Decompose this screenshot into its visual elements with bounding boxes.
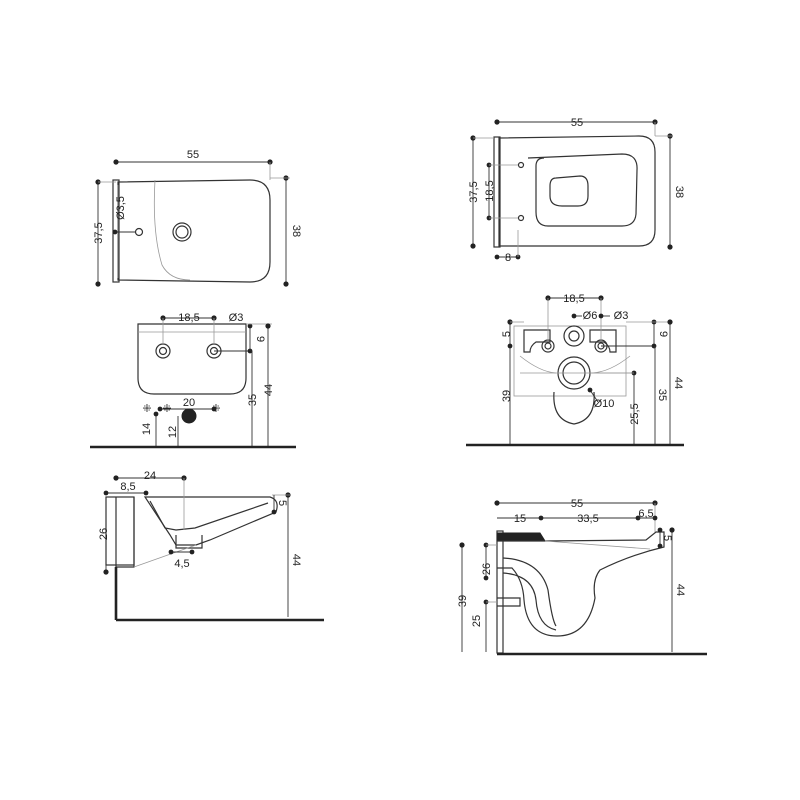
bidet-top-bowl-edge <box>153 179 191 281</box>
bidet-side-height-label: 44 <box>290 554 302 566</box>
bidet-top-view: 55 38 37,5 Ø3,5 <box>93 149 302 287</box>
wc-side-view: 55 15 33,5 6,5 5 44 39 26 25 <box>457 498 707 656</box>
wc-front-bolt-offset-label: 9 <box>657 331 669 337</box>
wc-top-seat <box>527 153 638 227</box>
svg-text:⁜: ⁜ <box>162 403 171 415</box>
bidet-top-depth-outer-label: 38 <box>290 225 302 237</box>
wc-front-bolt-height-label: 39 <box>501 390 513 402</box>
bidet-side-depth-label: 24 <box>144 470 156 482</box>
wc-side-waste-label: 25 <box>471 615 483 627</box>
wc-front-waste-height-label: 25,5 <box>629 403 641 424</box>
wc-front-bolt-label: Ø3 <box>614 310 629 322</box>
wc-side-seg-b-label: 33,5 <box>577 513 598 525</box>
bidet-front-hole-left <box>155 343 171 359</box>
bidet-top-depth-inner-label: 37,5 <box>93 222 105 243</box>
bidet-front-offset-label: 9 <box>254 336 266 342</box>
wc-front-inlet-label: Ø6 <box>583 310 598 322</box>
wc-top-width-label: 55 <box>571 117 583 129</box>
wc-side-seg-c-label: 6,5 <box>638 508 653 520</box>
bidet-front-drain-spacing-label: 20 <box>183 397 195 409</box>
bidet-top-tap-hole <box>134 227 144 237</box>
bidet-top-drain <box>172 222 192 242</box>
wc-front-waste-label: Ø10 <box>594 398 615 410</box>
wc-side-seg-a-label: 15 <box>514 513 526 525</box>
bidet-top-width-label: 55 <box>187 149 199 161</box>
wc-front-frame <box>513 325 627 397</box>
wc-front-inlet <box>563 325 585 347</box>
svg-text:⁜: ⁜ <box>142 403 151 415</box>
svg-text:⁜: ⁜ <box>211 403 220 415</box>
wc-top-wall-bracket <box>493 136 501 248</box>
bidet-front-view: 18,5 Ø3 9 44 35 20 ⁜ ⁜ ⁜ 14 12 <box>90 312 296 449</box>
bidet-side-wall-frame <box>105 496 135 566</box>
bidet-front-drain <box>181 408 197 424</box>
bidet-front-drain-height-label: 12 <box>167 426 179 438</box>
bidet-side-pipe-label: 4,5 <box>174 558 189 570</box>
wc-front-height-label: 44 <box>672 377 684 389</box>
wc-front-supply-label: 35 <box>656 389 668 401</box>
bidet-front-supply-low-label: 14 <box>141 423 153 435</box>
bidet-front-hole-diam-label: Ø3 <box>229 312 244 324</box>
wc-side-rim-label: 5 <box>661 535 673 541</box>
bidet-front-body <box>137 323 247 395</box>
wc-top-bolt-1 <box>517 161 525 169</box>
bidet-side-wall-offset-label: 8,5 <box>120 481 135 493</box>
wc-front-view: 18,5 Ø6 Ø3 9 44 35 5 39 25,5 Ø10 <box>466 293 684 447</box>
wc-side-width-label: 55 <box>571 498 583 510</box>
wc-top-depth-outer-label: 38 <box>673 186 685 198</box>
wc-front-top-offset-label: 5 <box>501 331 513 337</box>
wc-top-view: 55 38 37,5 18,5 8 <box>468 117 685 264</box>
wc-top-wall-offset-label: 8 <box>505 252 511 264</box>
wc-side-left-height-label: 39 <box>457 595 469 607</box>
bidet-side-bowl <box>143 496 278 546</box>
wc-top-outline <box>498 135 656 247</box>
bidet-front-supply-label: 35 <box>247 394 259 406</box>
wc-side-wall-frame <box>496 530 504 654</box>
bidet-side-rim-label: 5 <box>276 500 288 506</box>
wc-side-body-label: 26 <box>481 563 493 575</box>
bidet-top-outline <box>117 179 271 283</box>
bidet-top-hole-label: Ø3,5 <box>115 196 127 220</box>
bidet-front-height-label: 44 <box>263 384 275 396</box>
wc-front-spacing-label: 18,5 <box>563 293 584 305</box>
bidet-front-spacing-label: 18,5 <box>178 312 199 324</box>
bidet-side-body-label: 26 <box>98 528 110 540</box>
wc-top-depth-inner-label: 37,5 <box>468 181 480 202</box>
wc-top-bolt-spacing-label: 18,5 <box>484 180 496 201</box>
wc-top-bolt-2 <box>517 214 525 222</box>
wc-side-height-label: 44 <box>674 584 686 596</box>
bidet-side-view: 24 8,5 26 44 5 4,5 <box>98 470 324 622</box>
wc-top-bowl <box>549 175 589 207</box>
